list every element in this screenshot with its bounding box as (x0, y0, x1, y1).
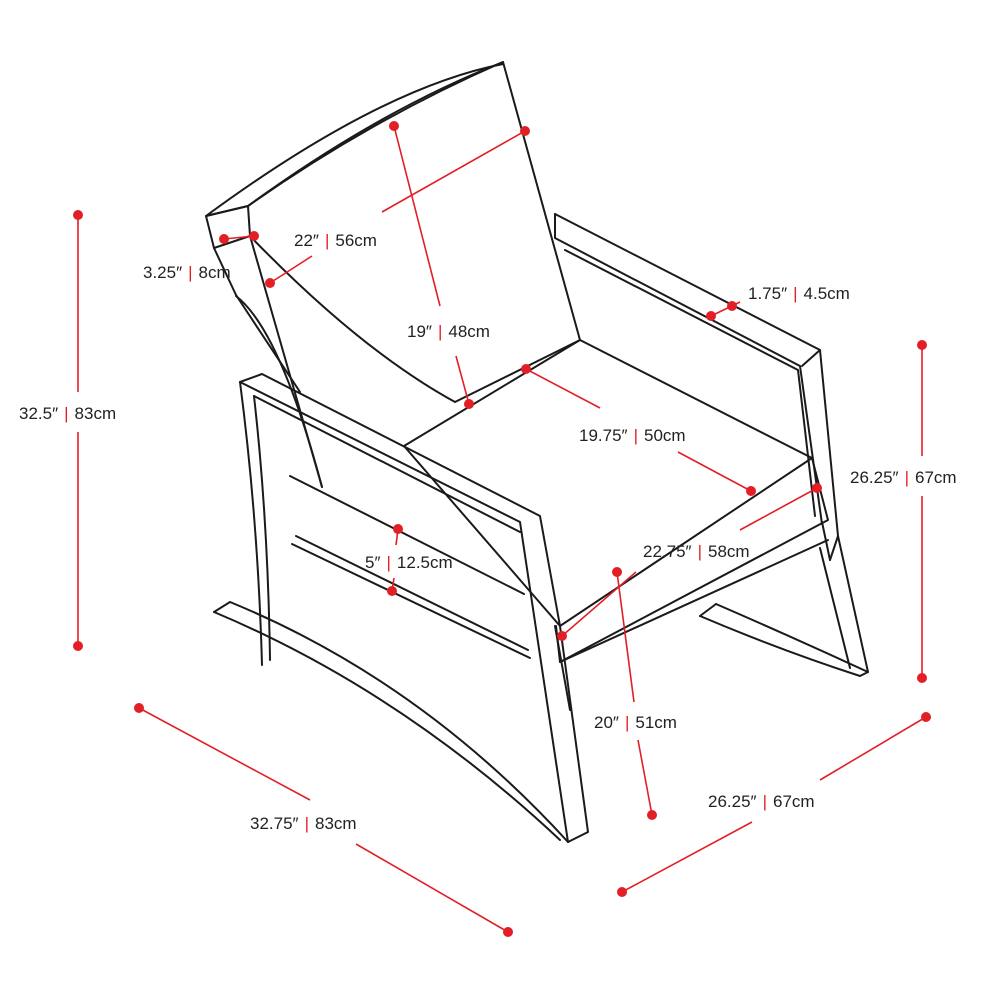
backrest-cushion (205, 61, 581, 488)
backrest-height-dimension-line (389, 121, 474, 409)
backrest-thickness-label: 3.25″|8cm (143, 263, 231, 282)
seat-height-label: 20″|51cm (594, 713, 677, 732)
arm-height-label: 26.25″|67cm (850, 468, 957, 487)
dimension-labels: 3.25″|8cm 22″|56cm 19″|48cm 1.75″|4.5cm … (19, 231, 957, 833)
cushion-thickness-dimension-line (387, 524, 403, 596)
rocking-chair-drawing (205, 61, 869, 843)
cushion-thickness-label: 5″|12.5cm (365, 553, 453, 572)
backrest-width-label: 22″|56cm (294, 231, 377, 250)
rear-armrest-frame (554, 213, 839, 561)
front-armrest-frame (239, 373, 589, 843)
overall-depth-label: 32.75″|83cm (250, 814, 357, 833)
overall-width-dimension-line (617, 712, 931, 897)
dimension-lines (73, 121, 931, 937)
seat-depth-label: 19.75″|50cm (579, 426, 686, 445)
overall-depth-dimension-line (134, 703, 513, 937)
backrest-height-label: 19″|48cm (407, 322, 490, 341)
seat-height-dimension-line (612, 567, 657, 820)
right-rocker (699, 535, 869, 677)
backrest-thickness-dimension-line (219, 231, 259, 244)
overall-width-label: 26.25″|67cm (708, 792, 815, 811)
armrest-width-dimension-line (706, 301, 741, 321)
front-rocker (213, 601, 569, 843)
seat-width-dimension-line (557, 483, 822, 641)
overall-height-label: 32.5″|83cm (19, 404, 116, 423)
arm-height-dimension-line (917, 340, 927, 683)
backrest-width-dimension-line (265, 126, 530, 288)
armrest-width-label: 1.75″|4.5cm (748, 284, 850, 303)
seat-depth-dimension-line (521, 364, 756, 496)
seat-width-label: 22.75″|58cm (643, 542, 750, 561)
overall-height-dimension-line (73, 210, 83, 651)
